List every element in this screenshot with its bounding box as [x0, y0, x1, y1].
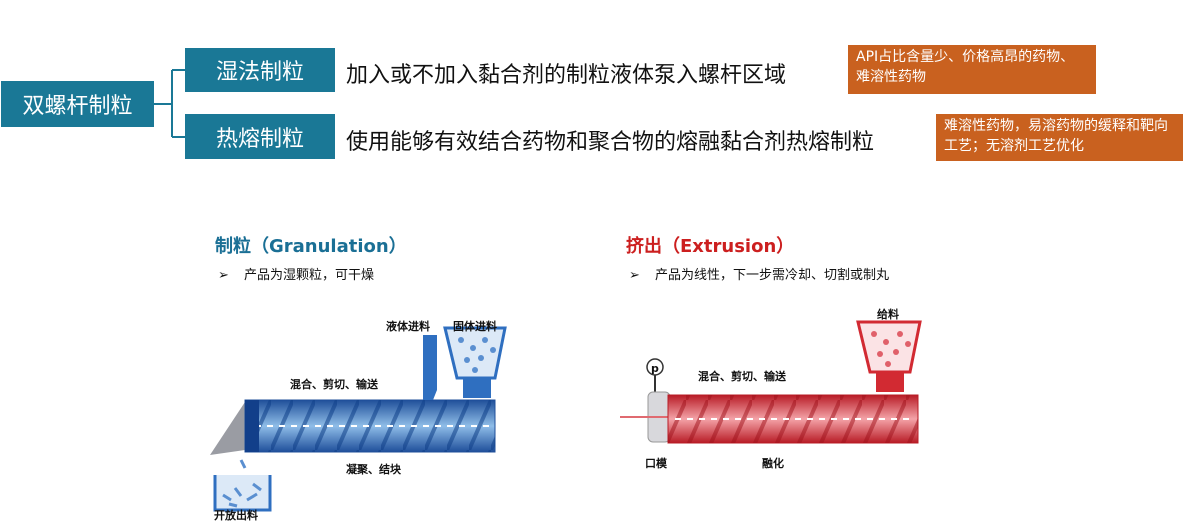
label-melt: 融化: [762, 457, 784, 470]
extrusion-title: 挤出（Extrusion）: [626, 236, 795, 257]
hot-melt-description: 使用能够有效结合药物和聚合物的熔融黏合剂热熔制粒: [346, 130, 875, 155]
wet-granulation-note: API占比含量少、价格高昂的药物、难溶性药物: [848, 45, 1096, 94]
arrowhead-bullet-icon: ➢: [629, 268, 640, 283]
label-open-outlet: 开放出料: [214, 509, 258, 522]
label-mixing: 混合、剪切、输送: [290, 378, 378, 391]
label-die: 口模: [645, 457, 667, 470]
label-solid-feed: 固体进料: [453, 320, 497, 333]
root-node: 双螺杆制粒: [1, 81, 154, 127]
granulation-title: 制粒（Granulation）: [215, 236, 407, 257]
liquid-feed-pipe: [423, 335, 437, 400]
label-mixing: 混合、剪切、输送: [698, 370, 786, 383]
label-liquid-feed: 液体进料: [386, 320, 430, 333]
granulation-extruder-diagram: [210, 326, 507, 512]
extrusion-extruder-diagram: [620, 320, 922, 444]
arrowhead-bullet-icon: ➢: [218, 268, 229, 283]
wet-granulation-description: 加入或不加入黏合剂的制粒液体泵入螺杆区域: [346, 63, 787, 88]
label-pressure: p: [651, 362, 659, 375]
outlet-bin: [213, 475, 272, 512]
branch-hot-melt-granulation: 热熔制粒: [185, 114, 335, 159]
granulation-bullet-text: 产品为湿颗粒，可干燥: [244, 268, 375, 283]
outlet-chute: [210, 402, 245, 455]
hot-melt-note: 难溶性药物，易溶药物的缓释和靶向工艺；无溶剂工艺优化: [936, 114, 1183, 161]
extrusion-bullet: ➢ 产品为线性，下一步需冷却、切割或制丸: [629, 264, 889, 283]
label-agglomeration: 凝聚、结块: [346, 463, 401, 476]
branch-wet-granulation: 湿法制粒: [185, 48, 335, 92]
tree-connectors: [154, 69, 185, 138]
extrusion-bullet-text: 产品为线性，下一步需冷却、切割或制丸: [655, 268, 890, 283]
granulation-bullet: ➢ 产品为湿颗粒，可干燥: [218, 264, 374, 283]
label-feed: 给料: [877, 308, 899, 321]
